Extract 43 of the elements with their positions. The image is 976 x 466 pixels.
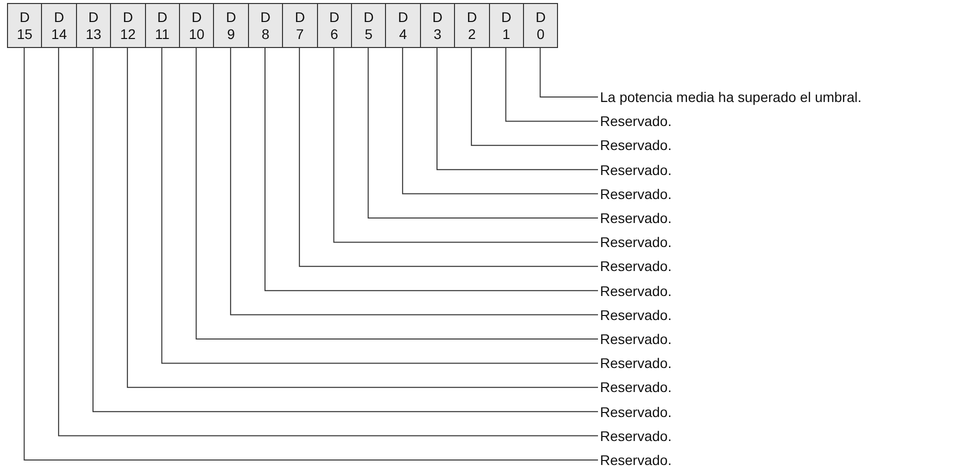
leader-line [298,48,598,267]
bit-description: Reservado. [600,210,672,226]
bit-cell: D 13 [76,3,112,48]
leader-line [333,48,598,243]
leader-line [368,48,598,218]
bit-cell: D 7 [282,3,318,48]
bit-description: La potencia media ha superado el umbral. [600,89,862,105]
bit-description: Reservado. [600,186,672,202]
leader-line [436,48,598,170]
bit-cell: D 11 [144,3,180,48]
bit-cell: D 12 [110,3,146,48]
bit-cell: D 8 [248,3,284,48]
leader-line [505,48,598,122]
leader-line [230,48,598,316]
bit-description: Reservado. [600,428,672,444]
leader-line [402,48,598,194]
bit-cell: D 3 [420,3,456,48]
bit-cell: D 0 [523,3,558,48]
bit-description: Reservado. [600,452,672,466]
bit-cell: D 5 [351,3,386,48]
leader-line [196,48,598,340]
bit-cell: D 2 [454,3,490,48]
bit-cell: D 6 [316,3,352,48]
bit-cell: D 15 [7,3,42,48]
bit-cell: D 4 [385,3,421,48]
bit-description: Reservado. [600,355,672,372]
bit-description: Reservado. [600,379,672,396]
bit-description: Reservado. [600,404,672,420]
leader-line [264,48,598,292]
bit-description: Reservado. [600,234,672,250]
bit-description: Reservado. [600,331,672,347]
bit-cell: D 9 [213,3,249,48]
bit-cell: D 10 [179,3,214,48]
bit-description: Reservado. [600,162,672,178]
bit-description: Reservado. [600,137,672,154]
bit-description: Reservado. [600,113,672,130]
bit-cell: D 14 [41,3,77,48]
bit-description: Reservado. [600,306,672,323]
leader-line [540,48,598,98]
bit-description: Reservado. [600,282,672,299]
leader-line [470,48,598,146]
bit-cell: D 1 [488,3,524,48]
bit-description: Reservado. [600,258,672,274]
